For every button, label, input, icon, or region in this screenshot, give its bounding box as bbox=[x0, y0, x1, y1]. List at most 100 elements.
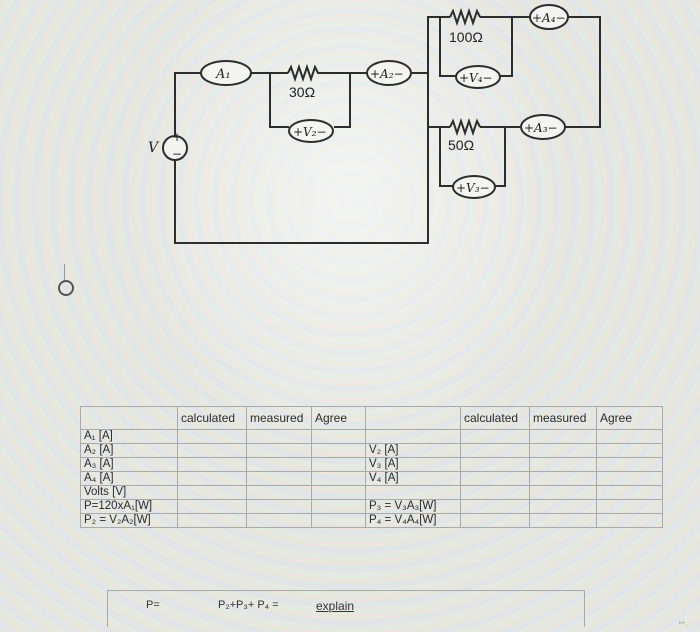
summary-box: P= P₂+P₃+ P₄ = explain bbox=[107, 590, 585, 627]
cell-input[interactable] bbox=[460, 513, 530, 528]
ammeter-a4 bbox=[529, 4, 569, 30]
radio-stem bbox=[64, 264, 65, 280]
table-row: A₁ [A] bbox=[80, 429, 663, 444]
cell-input[interactable] bbox=[460, 499, 530, 514]
row-label-right: V₂ [A] bbox=[365, 443, 461, 458]
cell-input[interactable] bbox=[311, 457, 366, 472]
row-label-right: P₃ = V₃A₃[W] bbox=[365, 499, 461, 514]
ammeter-a2-label: +A₂− bbox=[370, 67, 404, 81]
sum-power-label: P₂+P₃+ P₄ = bbox=[218, 599, 279, 611]
ammeter-a1 bbox=[200, 60, 252, 86]
cell-input[interactable] bbox=[596, 471, 663, 486]
header-empty-left bbox=[80, 406, 178, 430]
cell-input[interactable] bbox=[596, 499, 663, 514]
table-row: A₄ [A] V₄ [A] bbox=[80, 471, 663, 486]
cell-input[interactable] bbox=[529, 471, 597, 486]
voltmeter-v2 bbox=[288, 119, 334, 143]
row-label-left: A₃ [A] bbox=[80, 457, 178, 472]
cell-input[interactable] bbox=[311, 429, 366, 444]
source-plus: + bbox=[172, 130, 182, 144]
total-power-label: P= bbox=[146, 599, 160, 611]
results-table: calculated measured Agree calculated mea… bbox=[80, 406, 663, 528]
voltmeter-v3 bbox=[452, 175, 496, 199]
cell-input[interactable] bbox=[529, 443, 597, 458]
row-label-right bbox=[365, 429, 461, 444]
resistor-50-label: 50Ω bbox=[448, 137, 474, 153]
cell-input[interactable] bbox=[177, 513, 247, 528]
voltmeter-v4-label: +V₄− bbox=[459, 71, 493, 85]
cell-input[interactable] bbox=[311, 513, 366, 528]
cell-input[interactable] bbox=[311, 485, 366, 500]
row-label-right: V₃ [A] bbox=[365, 457, 461, 472]
row-label-left: P₂ = V₂A₂[W] bbox=[80, 513, 178, 528]
header-measured-right: measured bbox=[529, 406, 597, 430]
table-row: P₂ = V₂A₂[W] P₄ = V₄A₄[W] bbox=[80, 513, 663, 528]
cell-input[interactable] bbox=[246, 513, 312, 528]
cell-input[interactable] bbox=[177, 471, 247, 486]
circuit-diagram: + − V A₁ +A₂− +A₃− +A₄− +V₂− +V₃− +V₄− 3… bbox=[148, 4, 601, 244]
ammeter-a3-label: +A₃− bbox=[524, 121, 558, 135]
cell-input[interactable] bbox=[177, 443, 247, 458]
row-label-right: V₄ [A] bbox=[365, 471, 461, 486]
cell-input[interactable] bbox=[177, 485, 247, 500]
resistor-30-label: 30Ω bbox=[289, 84, 315, 100]
cell-input[interactable] bbox=[596, 429, 663, 444]
row-label-right bbox=[365, 485, 461, 500]
cell-input[interactable] bbox=[529, 513, 597, 528]
table-row: A₂ [A] V₂ [A] bbox=[80, 443, 663, 458]
row-label-left: P=120xA₁[W] bbox=[80, 499, 178, 514]
cell-input[interactable] bbox=[311, 471, 366, 486]
corner-text: ″″· bbox=[678, 620, 688, 630]
radio-button[interactable] bbox=[58, 280, 74, 296]
cell-input[interactable] bbox=[246, 457, 312, 472]
cell-input[interactable] bbox=[311, 443, 366, 458]
cell-input[interactable] bbox=[596, 513, 663, 528]
voltmeter-v3-label: +V₃− bbox=[456, 181, 490, 195]
explain-link[interactable]: explain bbox=[316, 599, 355, 613]
table-row: Volts [V] bbox=[80, 485, 663, 500]
cell-input[interactable] bbox=[529, 485, 597, 500]
voltage-source bbox=[162, 135, 188, 161]
source-minus: − bbox=[172, 147, 182, 161]
cell-input[interactable] bbox=[246, 443, 312, 458]
cell-input[interactable] bbox=[460, 443, 530, 458]
source-label: V bbox=[148, 140, 160, 156]
cell-input[interactable] bbox=[460, 471, 530, 486]
cell-input[interactable] bbox=[311, 499, 366, 514]
cell-input[interactable] bbox=[529, 429, 597, 444]
cell-input[interactable] bbox=[460, 457, 530, 472]
cell-input[interactable] bbox=[460, 429, 530, 444]
header-empty-right bbox=[365, 406, 461, 430]
row-label-left: A₂ [A] bbox=[80, 443, 178, 458]
cell-input[interactable] bbox=[177, 499, 247, 514]
header-calculated-right: calculated bbox=[460, 406, 530, 430]
cell-input[interactable] bbox=[246, 499, 312, 514]
cell-input[interactable] bbox=[596, 443, 663, 458]
row-label-left: A₁ [A] bbox=[80, 429, 178, 444]
voltmeter-v2-label: +V₂− bbox=[293, 125, 327, 139]
header-measured-left: measured bbox=[246, 406, 312, 430]
ammeter-a2 bbox=[366, 60, 412, 86]
cell-input[interactable] bbox=[596, 485, 663, 500]
row-label-left: Volts [V] bbox=[80, 485, 178, 500]
cell-input[interactable] bbox=[460, 485, 530, 500]
table-row: A₃ [A] V₃ [A] bbox=[80, 457, 663, 472]
ammeter-a3 bbox=[520, 114, 566, 140]
cell-input[interactable] bbox=[596, 457, 663, 472]
ammeter-a1-label: A₁ bbox=[215, 67, 231, 82]
cell-input[interactable] bbox=[529, 457, 597, 472]
header-agree-right: Agree bbox=[596, 406, 663, 430]
ammeter-a4-label: +A₄− bbox=[532, 11, 566, 25]
cell-input[interactable] bbox=[246, 429, 312, 444]
cell-input[interactable] bbox=[529, 499, 597, 514]
row-label-left: A₄ [A] bbox=[80, 471, 178, 486]
table-row: P=120xA₁[W] P₃ = V₃A₃[W] bbox=[80, 499, 663, 514]
cell-input[interactable] bbox=[177, 429, 247, 444]
table-header-row: calculated measured Agree calculated mea… bbox=[80, 406, 663, 430]
cell-input[interactable] bbox=[246, 485, 312, 500]
cell-input[interactable] bbox=[177, 457, 247, 472]
header-agree-left: Agree bbox=[311, 406, 366, 430]
row-label-right: P₄ = V₄A₄[W] bbox=[365, 513, 461, 528]
cell-input[interactable] bbox=[246, 471, 312, 486]
resistor-100-label: 100Ω bbox=[449, 29, 483, 45]
